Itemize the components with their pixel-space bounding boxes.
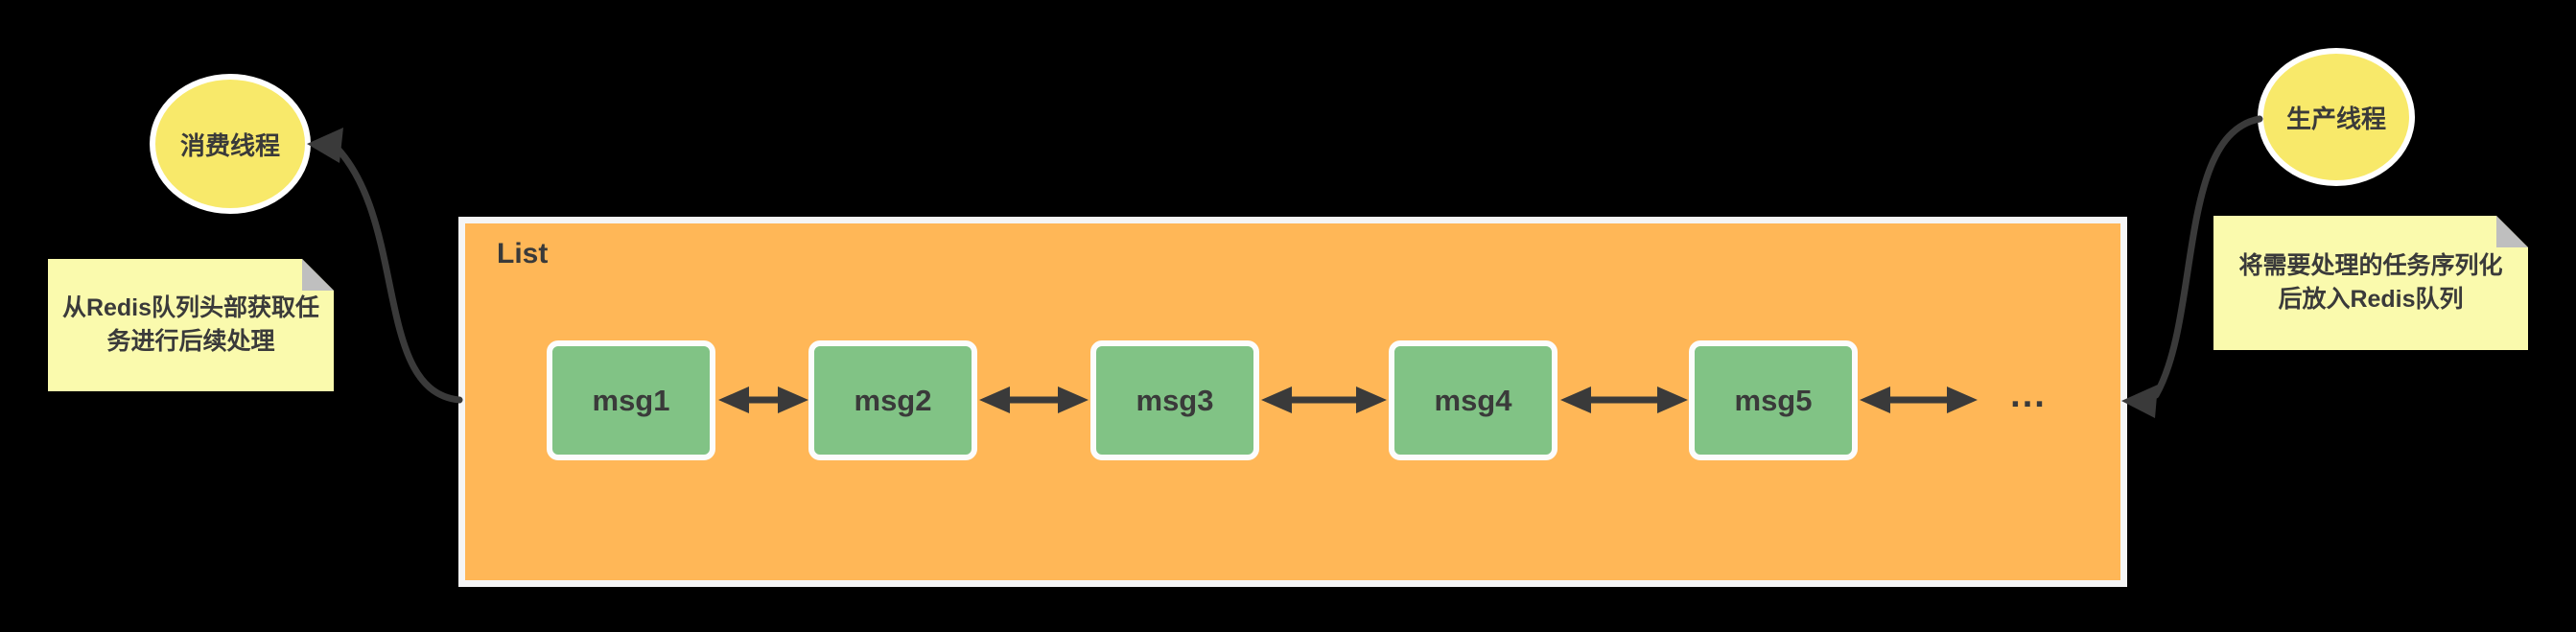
queue-ellipsis-label: ... — [2010, 375, 2047, 415]
producer-note-fold-corner — [2496, 216, 2528, 247]
message-node-msg4: msg4 — [1389, 340, 1557, 460]
producer-note: 将需要处理的任务序列化 后放入Redis队列 — [2213, 216, 2528, 350]
consumer-note-line2: 务进行后续处理 — [106, 328, 275, 355]
message-label: msg2 — [854, 383, 932, 417]
message-node-msg3: msg3 — [1090, 340, 1259, 460]
producer-note-line1: 将需要处理的任务序列化 — [2238, 252, 2503, 279]
consumer-arrowhead-icon — [307, 128, 343, 163]
producer-thread-node: 生产线程 — [2258, 48, 2415, 186]
message-label: msg3 — [1136, 383, 1214, 417]
producer-note-line2: 后放入Redis队列 — [2278, 286, 2464, 313]
message-label: msg4 — [1434, 383, 1512, 417]
producer-thread-label: 生产线程 — [2285, 104, 2386, 133]
message-node-msg1: msg1 — [547, 340, 715, 460]
message-label: msg5 — [1734, 383, 1813, 417]
consumer-thread-label: 消费线程 — [179, 130, 280, 160]
consumer-note: 从Redis队列头部获取任 务进行后续处理 — [48, 259, 334, 391]
consumer-arrow-curve — [334, 145, 463, 404]
consumer-note-line1: 从Redis队列头部获取任 — [61, 294, 320, 321]
consumer-thread-node: 消费线程 — [150, 74, 311, 214]
message-node-msg5: msg5 — [1689, 340, 1858, 460]
list-title: List — [497, 238, 549, 269]
message-node-msg2: msg2 — [808, 340, 977, 460]
message-label: msg1 — [592, 383, 670, 417]
consumer-note-fold-corner — [302, 259, 334, 291]
